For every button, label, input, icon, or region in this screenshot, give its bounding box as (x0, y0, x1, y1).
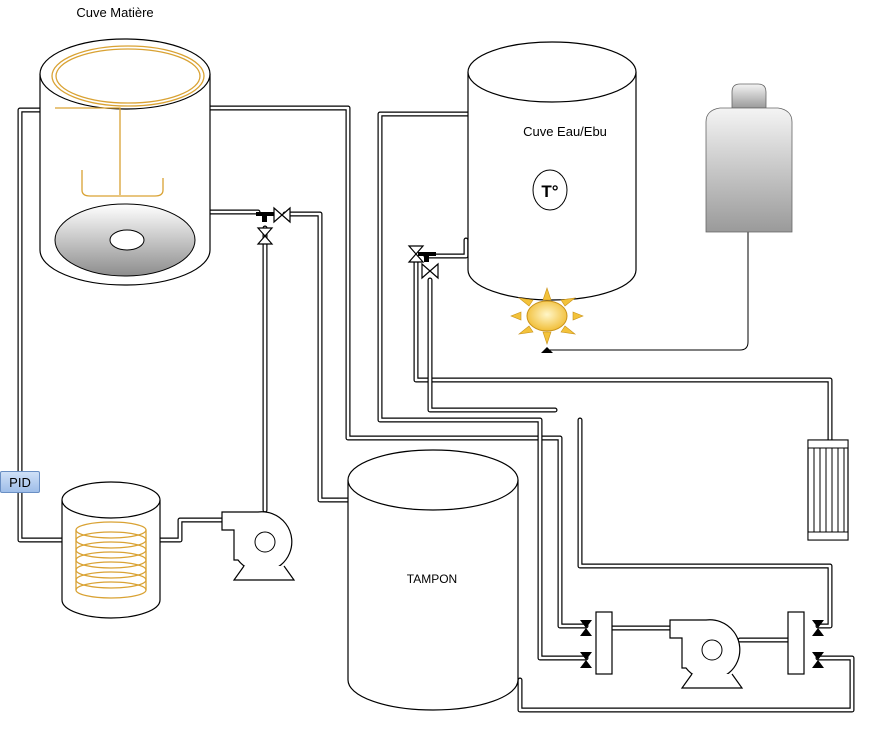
temperature-label: T° (541, 182, 558, 201)
tank-matiere-label: Cuve Matière (76, 5, 153, 20)
plate-exchanger-icon (595, 611, 613, 675)
valve-icon[interactable] (407, 245, 439, 280)
tank-tampon-label: TAMPON (407, 572, 457, 586)
pump-icon[interactable] (221, 511, 296, 581)
tank-eau-label: Cuve Eau/Ebu (523, 124, 607, 139)
plate-exchanger-icon (787, 611, 805, 675)
burner-sun-icon (510, 287, 584, 345)
valve-icon[interactable] (256, 206, 291, 245)
tank-matiere (39, 38, 211, 286)
agitator-icon (55, 107, 164, 197)
heating-coil-icon (61, 481, 161, 619)
thermometer-icon (532, 169, 568, 211)
valve-icon[interactable] (580, 620, 824, 668)
tank-tampon (347, 449, 519, 711)
filter-icon (807, 439, 849, 541)
gas-bottle-icon (705, 83, 793, 233)
pump-icon[interactable] (669, 619, 744, 689)
pid-tag: PID (0, 471, 40, 493)
pipe-network (17, 105, 855, 713)
tank-eau (467, 41, 637, 301)
